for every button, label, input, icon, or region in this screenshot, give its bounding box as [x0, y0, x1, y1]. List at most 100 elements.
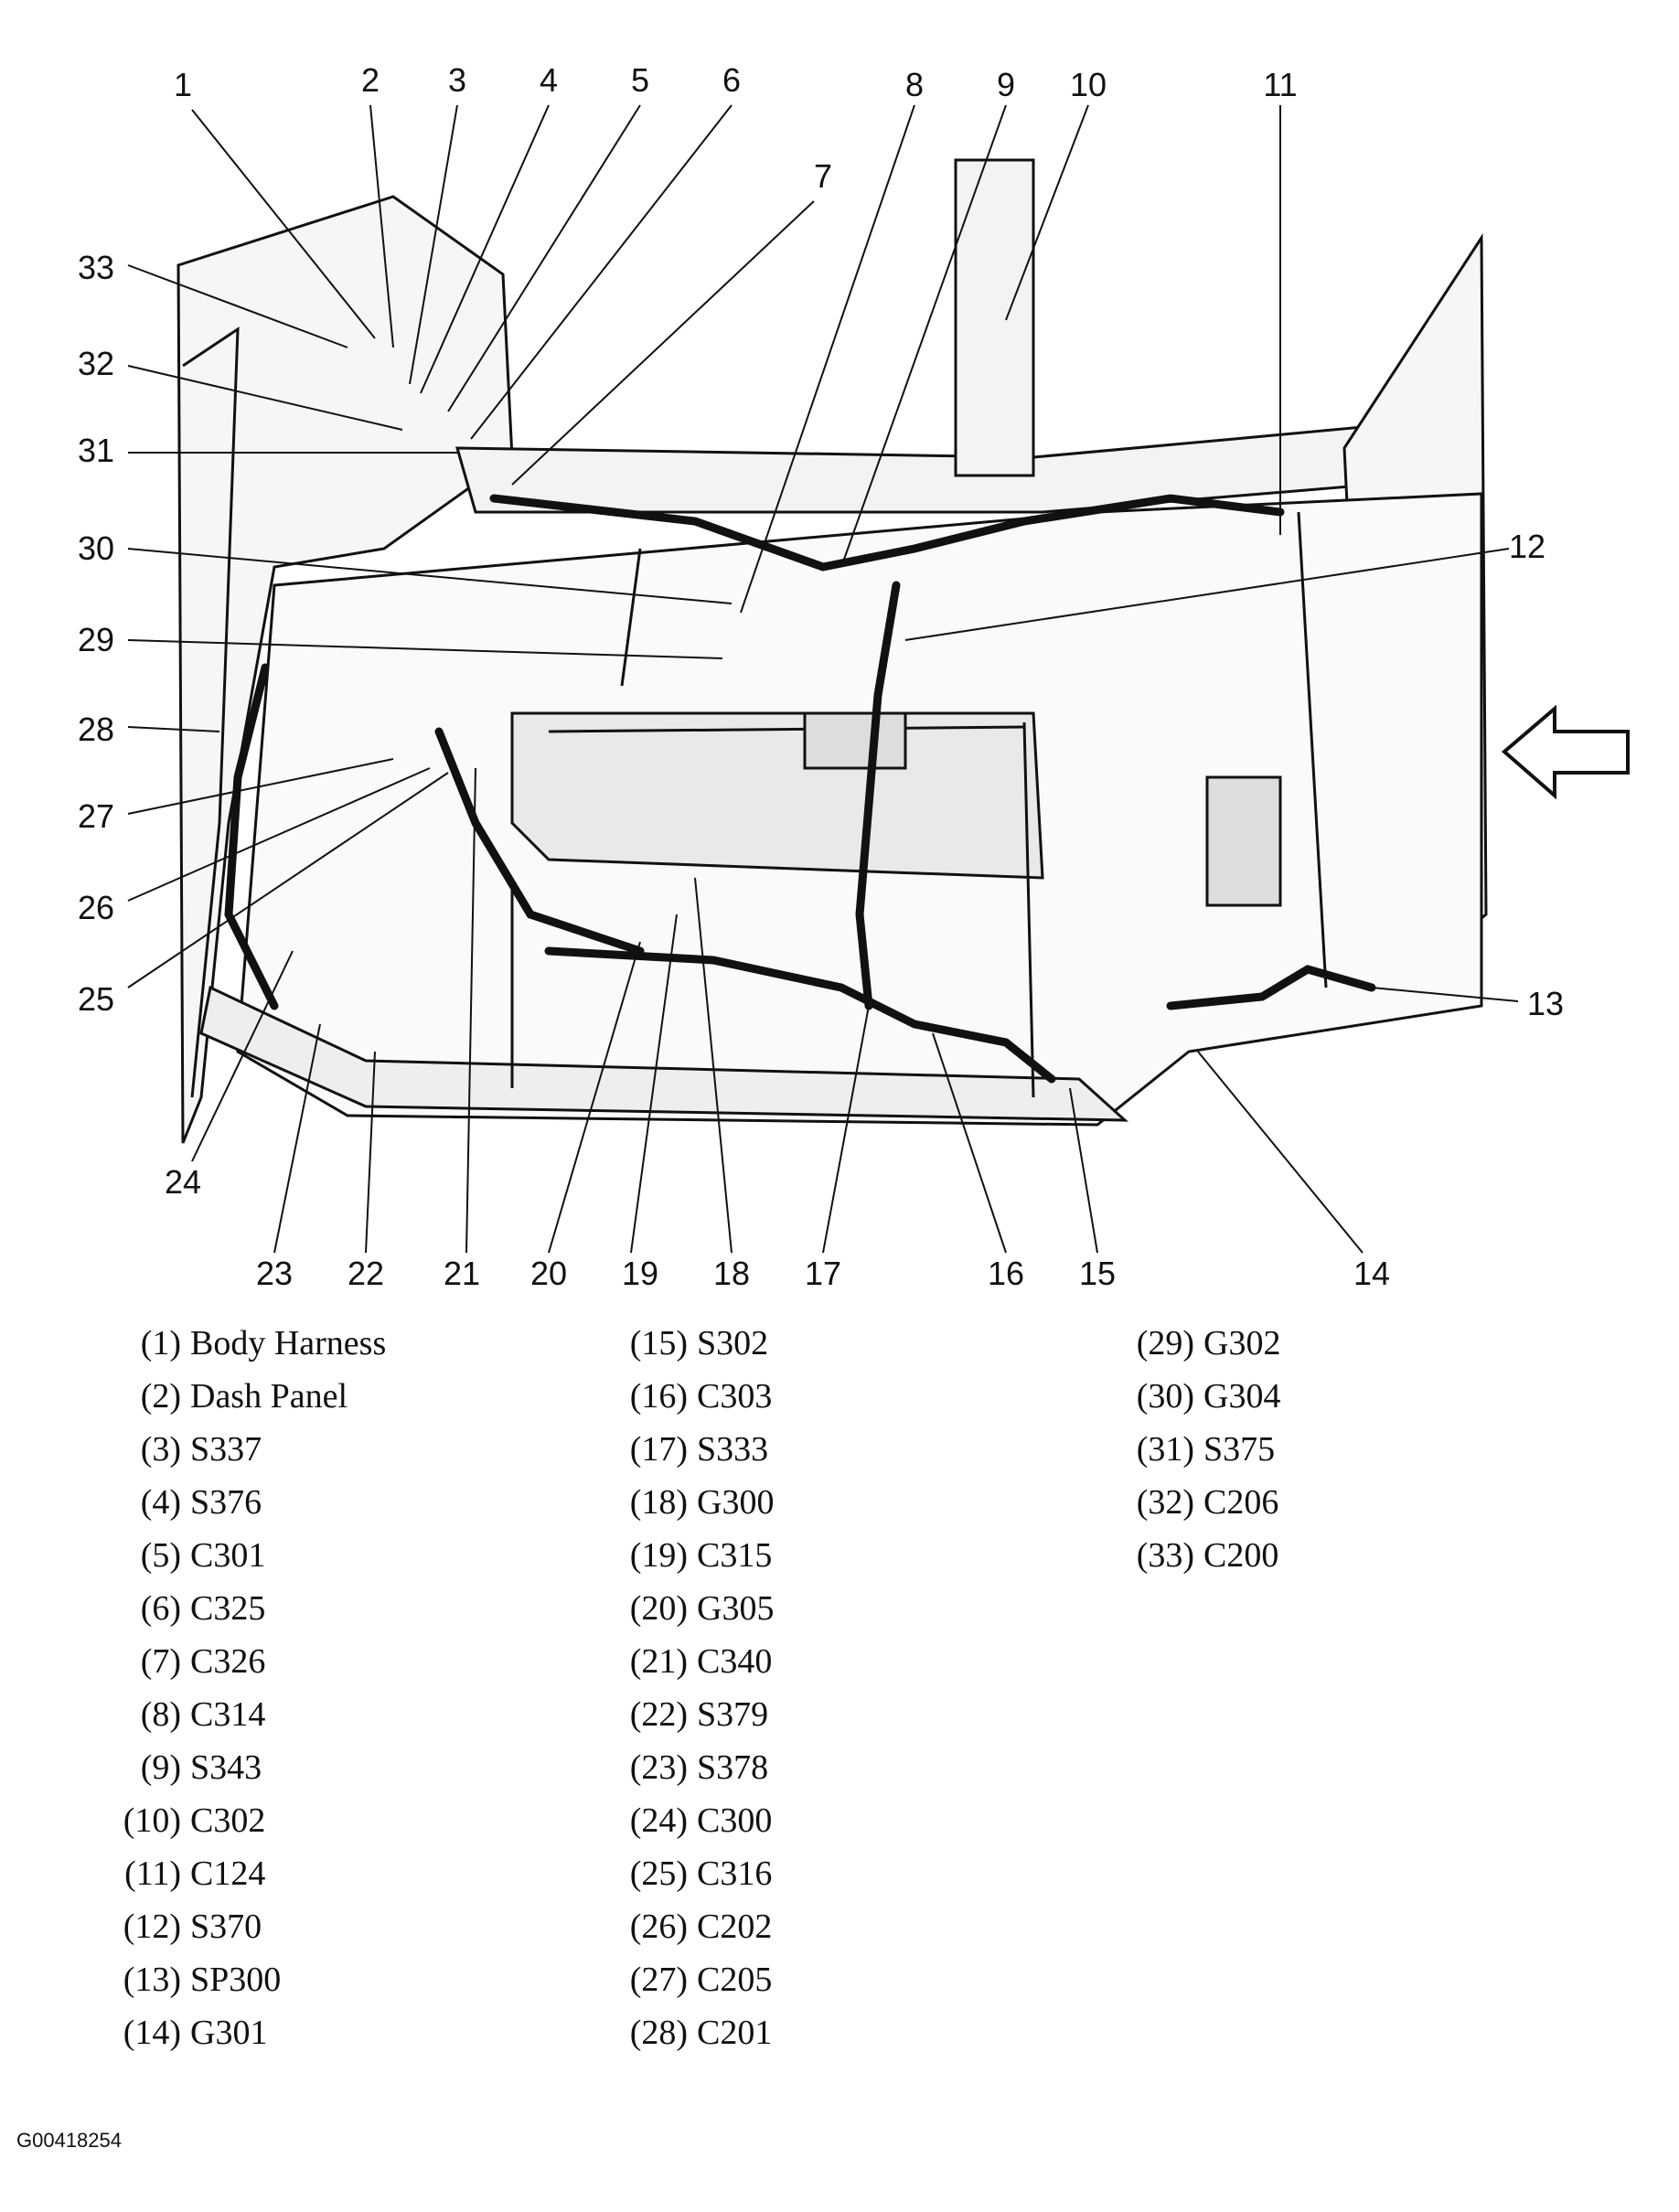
legend-item-28: (28)C201 [615, 2006, 774, 2059]
legend-number: (20) [629, 1589, 688, 1628]
legend-item-4: (4)S376 [108, 1476, 386, 1529]
callout-leaders [127, 104, 1519, 1254]
center-pillar [954, 158, 1035, 477]
legend-item-30: (30)G304 [1121, 1370, 1281, 1423]
left-rocker [199, 985, 1128, 1122]
legend-number: (27) [629, 1961, 688, 1999]
legend-label: G305 [697, 1589, 775, 1628]
legend-label: C200 [1203, 1536, 1279, 1575]
legend-label: S302 [697, 1324, 769, 1362]
legend-item-33: (33)C200 [1121, 1529, 1280, 1582]
legend-number: (29) [1136, 1324, 1194, 1362]
floor-rib-2 [1022, 721, 1035, 1098]
callout-3: 3 [448, 61, 466, 99]
callout-19: 19 [622, 1255, 658, 1292]
callout-32: 32 [78, 345, 114, 382]
control-module [1205, 775, 1282, 907]
legend-item-26: (26)C202 [615, 1900, 774, 1953]
callout-4: 4 [540, 61, 558, 99]
callout-7: 7 [814, 157, 832, 195]
callout-15: 15 [1079, 1255, 1116, 1292]
legend-label: Body Harness [190, 1324, 387, 1362]
legend-label: S375 [1203, 1430, 1276, 1469]
legend-item-25: (25)C316 [615, 1847, 774, 1900]
legend-label: C316 [697, 1854, 773, 1893]
harness-center [855, 581, 901, 1010]
legend-label: C301 [190, 1536, 266, 1575]
legend-label: C205 [697, 1961, 773, 1999]
legend-item-15: (15)S302 [615, 1317, 774, 1370]
legend-item-13: (13)SP300 [108, 1953, 386, 2006]
legend-item-8: (8)C314 [108, 1688, 386, 1741]
legend-label: C300 [697, 1801, 773, 1840]
legend-number: (31) [1136, 1430, 1194, 1469]
legend-number: (25) [629, 1854, 688, 1893]
front-direction-arrow [1501, 704, 1630, 800]
legend-number: (33) [1136, 1536, 1194, 1575]
harness-right-lower [1166, 965, 1376, 1010]
legend-label: S379 [697, 1695, 769, 1734]
legend-number: (11) [124, 1854, 181, 1893]
legend-number: (10) [123, 1801, 181, 1840]
legend-item-16: (16)C303 [615, 1370, 774, 1423]
legend-number: (21) [629, 1642, 688, 1681]
harness-lower [544, 946, 1056, 1084]
legend-item-6: (6)C325 [108, 1582, 386, 1635]
callout-12: 12 [1509, 528, 1545, 565]
legend-number: (26) [629, 1907, 688, 1946]
callout-20: 20 [530, 1255, 567, 1292]
callout-21: 21 [444, 1255, 480, 1292]
legend-item-24: (24)C300 [615, 1794, 774, 1847]
legend-item-5: (5)C301 [108, 1529, 386, 1582]
legend: (1)Body Harness(2)Dash Panel(3)S337(4)S3… [0, 1317, 1679, 2067]
legend-label: S370 [190, 1907, 262, 1946]
floor-rib-3 [1297, 511, 1328, 988]
legend-number: (17) [629, 1430, 688, 1469]
callout-25: 25 [78, 980, 114, 1018]
legend-label: S378 [697, 1748, 769, 1787]
figure-code: G00418254 [16, 2129, 122, 2152]
legend-number: (9) [140, 1748, 181, 1787]
callout-9: 9 [997, 66, 1015, 103]
legend-label: C302 [190, 1801, 266, 1840]
legend-number: (18) [629, 1483, 688, 1522]
harness-left-down [434, 727, 645, 956]
legend-item-14: (14)G301 [108, 2006, 386, 2059]
legend-item-29: (29)G302 [1121, 1317, 1281, 1370]
legend-label: C206 [1203, 1483, 1279, 1522]
legend-item-20: (20)G305 [615, 1582, 775, 1635]
legend-number: (24) [629, 1801, 688, 1840]
legend-label: G301 [190, 2014, 268, 2052]
legend-item-1: (1)Body Harness [108, 1317, 387, 1370]
legend-number: (16) [629, 1377, 688, 1416]
callout-18: 18 [713, 1255, 750, 1292]
legend-item-10: (10)C302 [108, 1794, 386, 1847]
legend-number: (23) [629, 1748, 688, 1787]
legend-item-9: (9)S343 [108, 1741, 386, 1794]
legend-number: (14) [123, 2014, 181, 2052]
legend-number: (7) [140, 1642, 181, 1681]
legend-label: C326 [190, 1642, 266, 1681]
callout-27: 27 [78, 797, 114, 835]
legend-label: S343 [190, 1748, 262, 1787]
legend-number: (30) [1136, 1377, 1194, 1416]
callout-28: 28 [78, 711, 114, 748]
legend-label: C124 [190, 1854, 266, 1893]
legend-number: (32) [1136, 1483, 1194, 1522]
vehicle-floor-drawing [176, 158, 1630, 1144]
legend-item-7: (7)C326 [108, 1635, 386, 1688]
legend-number: (4) [140, 1483, 181, 1522]
left-fender-edge [182, 326, 240, 1098]
callout-26: 26 [78, 889, 114, 926]
harness-upper [489, 494, 1285, 572]
legend-label: S337 [190, 1430, 262, 1469]
legend-label: G300 [697, 1483, 775, 1522]
legend-item-17: (17)S333 [615, 1423, 774, 1476]
legend-number: (22) [629, 1695, 688, 1734]
legend-column-1: (1)Body Harness(2)Dash Panel(3)S337(4)S3… [108, 1317, 387, 2059]
legend-number: (19) [629, 1536, 688, 1575]
legend-number: (8) [140, 1695, 181, 1734]
legend-label: C314 [190, 1695, 266, 1734]
legend-item-32: (32)C206 [1121, 1476, 1280, 1529]
